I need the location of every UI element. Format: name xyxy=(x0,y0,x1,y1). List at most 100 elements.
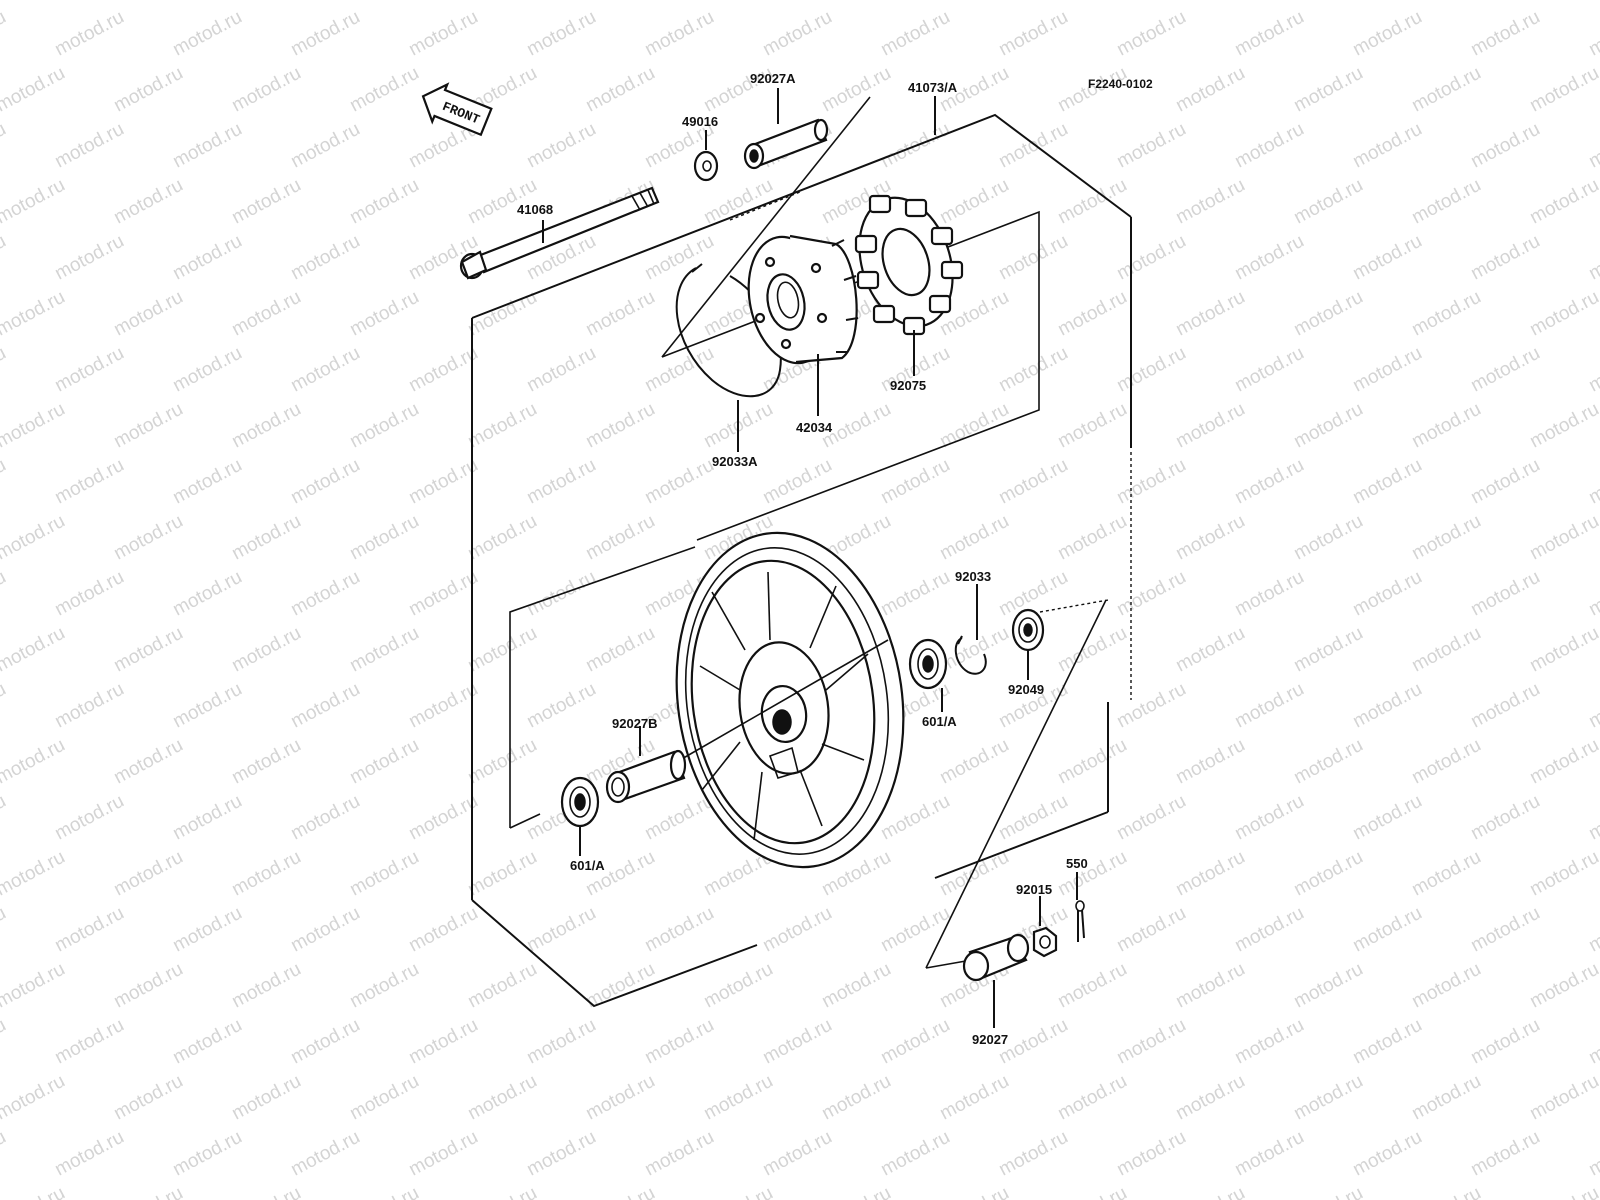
watermark-text: motod.ru xyxy=(405,903,481,957)
watermark-text: motod.ru xyxy=(346,511,422,565)
label-92049[interactable]: 92049 xyxy=(1008,682,1044,697)
watermark-text: motod.ru xyxy=(1172,959,1248,1013)
label-601a-left[interactable]: 601/A xyxy=(570,858,605,873)
watermark-text: motod.ru xyxy=(0,7,10,61)
watermark-text: motod.ru xyxy=(936,1183,1012,1200)
watermark-text: motod.ru xyxy=(169,343,245,397)
watermark-text: motod.ru xyxy=(228,1183,304,1200)
watermark-text: motod.ru xyxy=(1290,623,1366,677)
watermark-text: motod.ru xyxy=(1231,343,1307,397)
watermark-text: motod.ru xyxy=(1054,511,1130,565)
watermark-text: motod.ru xyxy=(1349,679,1425,733)
watermark-text: motod.ru xyxy=(1467,119,1543,173)
watermark-text: motod.ru xyxy=(346,399,422,453)
label-49016[interactable]: 49016 xyxy=(682,114,718,129)
watermark-text: motod.ru xyxy=(1054,847,1130,901)
watermark-text: motod.ru xyxy=(877,1127,953,1181)
watermark-text: motod.ru xyxy=(1054,1183,1130,1200)
watermark-text: motod.ru xyxy=(1585,1127,1600,1181)
watermark-text: motod.ru xyxy=(1113,679,1189,733)
watermark-text: motod.ru xyxy=(110,175,186,229)
watermark-text: motod.ru xyxy=(346,287,422,341)
axle-shaft xyxy=(459,186,660,280)
watermark-text: motod.ru xyxy=(0,735,69,789)
watermark-text: motod.ru xyxy=(641,455,717,509)
watermark-text: motod.ru xyxy=(1408,511,1484,565)
watermark-text: motod.ru xyxy=(1054,0,1130,4)
watermark-text: motod.ru xyxy=(405,455,481,509)
watermark-text: motod.ru xyxy=(1172,511,1248,565)
watermark-text: motod.ru xyxy=(523,1127,599,1181)
watermark-text: motod.ru xyxy=(51,119,127,173)
label-550[interactable]: 550 xyxy=(1066,856,1088,871)
watermark-text: motod.ru xyxy=(405,679,481,733)
watermark-text: motod.ru xyxy=(641,1015,717,1069)
watermark-text: motod.ru xyxy=(346,847,422,901)
label-41068[interactable]: 41068 xyxy=(517,202,553,217)
watermark-text: motod.ru xyxy=(641,7,717,61)
label-92027b[interactable]: 92027B xyxy=(612,716,658,731)
watermark-text: motod.ru xyxy=(0,0,69,4)
watermark-text: motod.ru xyxy=(346,63,422,117)
watermark-text: motod.ru xyxy=(1349,7,1425,61)
watermark-text: motod.ru xyxy=(1231,231,1307,285)
wheel-bearing-right xyxy=(908,638,948,690)
watermark-text: motod.ru xyxy=(0,1015,10,1069)
watermark-text: motod.ru xyxy=(1526,1183,1600,1200)
label-601a-right[interactable]: 601/A xyxy=(922,714,957,729)
watermark-text: motod.ru xyxy=(0,455,10,509)
watermark-text: motod.ru xyxy=(0,567,10,621)
watermark-text: motod.ru xyxy=(0,287,69,341)
watermark-text: motod.ru xyxy=(995,455,1071,509)
watermark-text: motod.ru xyxy=(1290,735,1366,789)
watermark-text: motod.ru xyxy=(1526,175,1600,229)
label-92027[interactable]: 92027 xyxy=(972,1032,1008,1047)
watermark-text: motod.ru xyxy=(1290,63,1366,117)
watermark-text: motod.ru xyxy=(582,847,658,901)
watermark-text: motod.ru xyxy=(1526,1071,1600,1125)
watermark-text: motod.ru xyxy=(0,623,69,677)
watermark-text: motod.ru xyxy=(1290,959,1366,1013)
watermark-text: motod.ru xyxy=(1172,847,1248,901)
label-41073a[interactable]: 41073/A xyxy=(908,80,958,95)
watermark-text: motod.ru xyxy=(582,63,658,117)
watermark-text: motod.ru xyxy=(1526,735,1600,789)
watermark-text: motod.ru xyxy=(169,791,245,845)
label-92075[interactable]: 92075 xyxy=(890,378,926,393)
watermark-text: motod.ru xyxy=(877,903,953,957)
watermark-text: motod.ru xyxy=(1349,1127,1425,1181)
watermark-text: motod.ru xyxy=(818,63,894,117)
watermark-text: motod.ru xyxy=(287,231,363,285)
watermark-text: motod.ru xyxy=(759,903,835,957)
watermark-text: motod.ru xyxy=(1054,623,1130,677)
label-42034[interactable]: 42034 xyxy=(796,420,833,435)
watermark-text: motod.ru xyxy=(582,623,658,677)
watermark-text: motod.ru xyxy=(110,63,186,117)
watermark-text: motod.ru xyxy=(1290,287,1366,341)
watermark-text: motod.ru xyxy=(0,119,10,173)
watermark-text: motod.ru xyxy=(1585,119,1600,173)
label-92033a[interactable]: 92033A xyxy=(712,454,758,469)
castle-nut xyxy=(1032,926,1058,958)
watermark-text: motod.ru xyxy=(1467,343,1543,397)
watermark-text: motod.ru xyxy=(995,791,1071,845)
collar-sleeve-b xyxy=(605,749,687,804)
label-92027a[interactable]: 92027A xyxy=(750,71,796,86)
watermark-text: motod.ru xyxy=(995,1127,1071,1181)
watermark-text: motod.ru xyxy=(641,903,717,957)
watermark-text: motod.ru xyxy=(582,1071,658,1125)
watermark-text: motod.ru xyxy=(1585,1015,1600,1069)
watermark-text: motod.ru xyxy=(287,7,363,61)
watermark-text: motod.ru xyxy=(1349,343,1425,397)
watermark-text: motod.ru xyxy=(51,567,127,621)
watermark-text: motod.ru xyxy=(1113,231,1189,285)
watermark-text: motod.ru xyxy=(1113,903,1189,957)
watermark-text: motod.ru xyxy=(1054,399,1130,453)
label-92015[interactable]: 92015 xyxy=(1016,882,1052,897)
washer xyxy=(693,150,719,182)
watermark-text: motod.ru xyxy=(523,343,599,397)
watermark-text: motod.ru xyxy=(464,623,540,677)
watermark-text: motod.ru xyxy=(1172,175,1248,229)
label-92033[interactable]: 92033 xyxy=(955,569,991,584)
watermark-text: motod.ru xyxy=(228,175,304,229)
